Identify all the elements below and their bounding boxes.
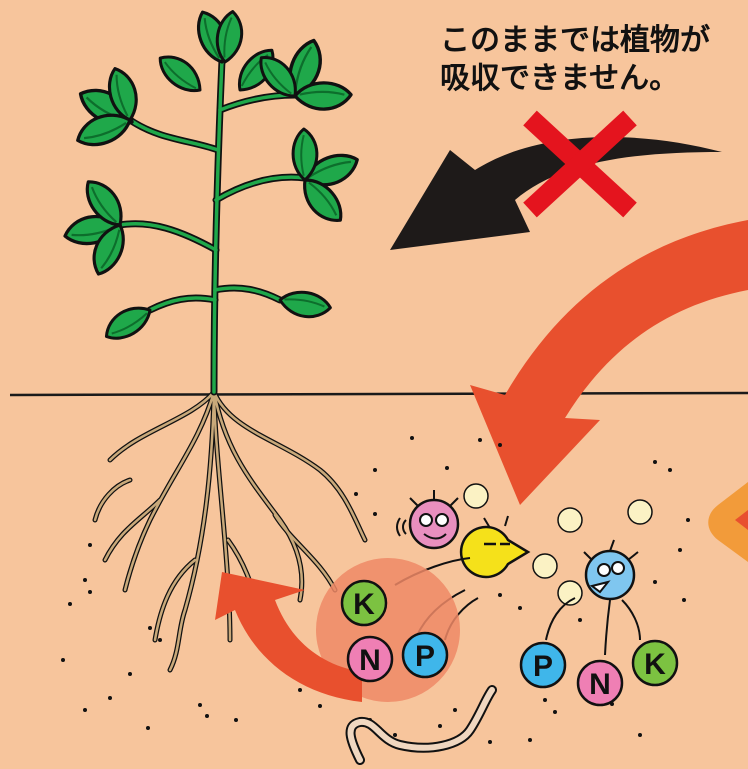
dark-arrow [390, 137, 722, 250]
orange-arrow-edge [708, 482, 748, 562]
orange-arrow-small [215, 572, 362, 702]
nutrient-P-absorbed: P [401, 631, 449, 679]
nutrient-K-absorbed: K [340, 579, 388, 627]
ground-line [9, 391, 748, 397]
organic-particles [463, 483, 653, 606]
svg-text:K: K [644, 648, 666, 681]
cross-mark [523, 110, 637, 218]
nutrient-N-absorbed: N [346, 635, 394, 683]
caption-line-1: このままでは植物が [440, 23, 710, 58]
microbe-blue [583, 539, 639, 601]
svg-text:N: N [359, 644, 381, 677]
orange-arrow-large [470, 220, 748, 505]
caption: このままでは植物が 吸収できません。 [440, 22, 710, 98]
earthworm [345, 685, 497, 765]
microbe-pink [396, 490, 460, 550]
svg-text:N: N [589, 668, 611, 701]
nutrient-N-free: N [576, 659, 624, 707]
svg-text:K: K [353, 588, 375, 621]
svg-text:P: P [415, 640, 435, 673]
nutrient-P-free: P [519, 641, 567, 689]
soil-specks [61, 436, 690, 744]
nutrient-K-free: K [631, 639, 679, 687]
svg-text:P: P [533, 650, 553, 683]
caption-line-2: 吸収できません。 [440, 61, 680, 96]
microbe-yellow [459, 515, 531, 579]
